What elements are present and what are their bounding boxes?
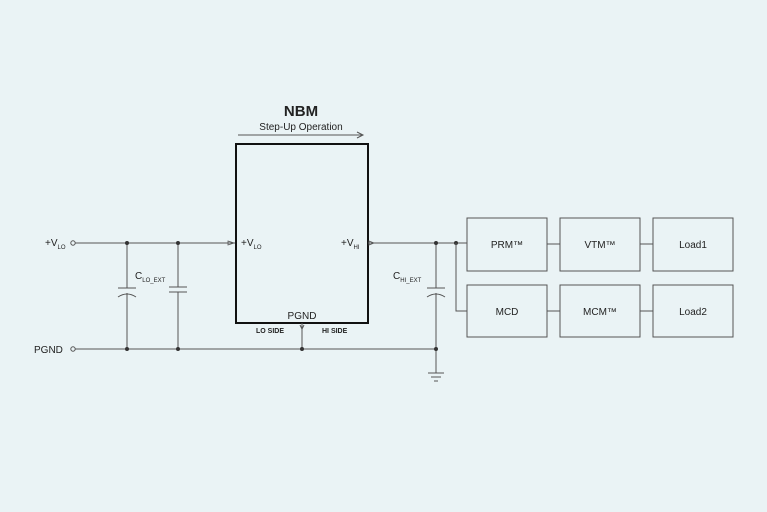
junction-dot: [176, 347, 180, 351]
lo-side-label: LO SIDE: [256, 328, 284, 335]
load1-block: [652, 217, 734, 272]
junction-dot: [300, 347, 304, 351]
junction-dot: [125, 347, 129, 351]
mcd-branch-wire: [455, 243, 467, 312]
pgnd-terminal: [70, 346, 76, 352]
nbm-module: [235, 143, 369, 324]
junction-dot: [434, 241, 438, 245]
junction-dot: [176, 241, 180, 245]
load2-block: [652, 284, 734, 338]
diagram-title: NBM: [284, 103, 318, 120]
chi-ext-capacitor: [426, 243, 446, 373]
vlo-terminal: [70, 240, 76, 246]
junction-dot: [434, 347, 438, 351]
vlo-terminal-label: +VLO: [45, 238, 66, 251]
vlo-input-arrow: [227, 240, 236, 246]
diagram-subtitle: Step-Up Operation: [259, 122, 342, 133]
mcm-label: MCM™: [583, 307, 617, 318]
input-bypass-capacitor: [169, 243, 187, 349]
chi-ext-label: CHI_EXT: [393, 271, 422, 284]
mcd-label: MCD: [496, 307, 519, 318]
direction-arrow: [238, 131, 365, 139]
vtm-label: VTM™: [584, 240, 615, 251]
ground-icon: [428, 372, 444, 382]
pgnd-terminal-label: PGND: [34, 345, 63, 356]
module-vlo-label: +VLO: [241, 238, 262, 251]
pgnd-pin-arrow: [299, 324, 305, 331]
prm-label: PRM™: [491, 240, 523, 251]
junction-dot: [125, 241, 129, 245]
clo-ext-capacitor: [117, 243, 137, 349]
module-pgnd-label: PGND: [288, 311, 317, 322]
clo-ext-label: CLO_EXT: [135, 271, 166, 284]
hi-side-label: HI SIDE: [322, 328, 348, 335]
load2-label: Load2: [679, 307, 707, 318]
module-vhi-label: +VHI: [341, 238, 360, 251]
load1-label: Load1: [679, 240, 707, 251]
